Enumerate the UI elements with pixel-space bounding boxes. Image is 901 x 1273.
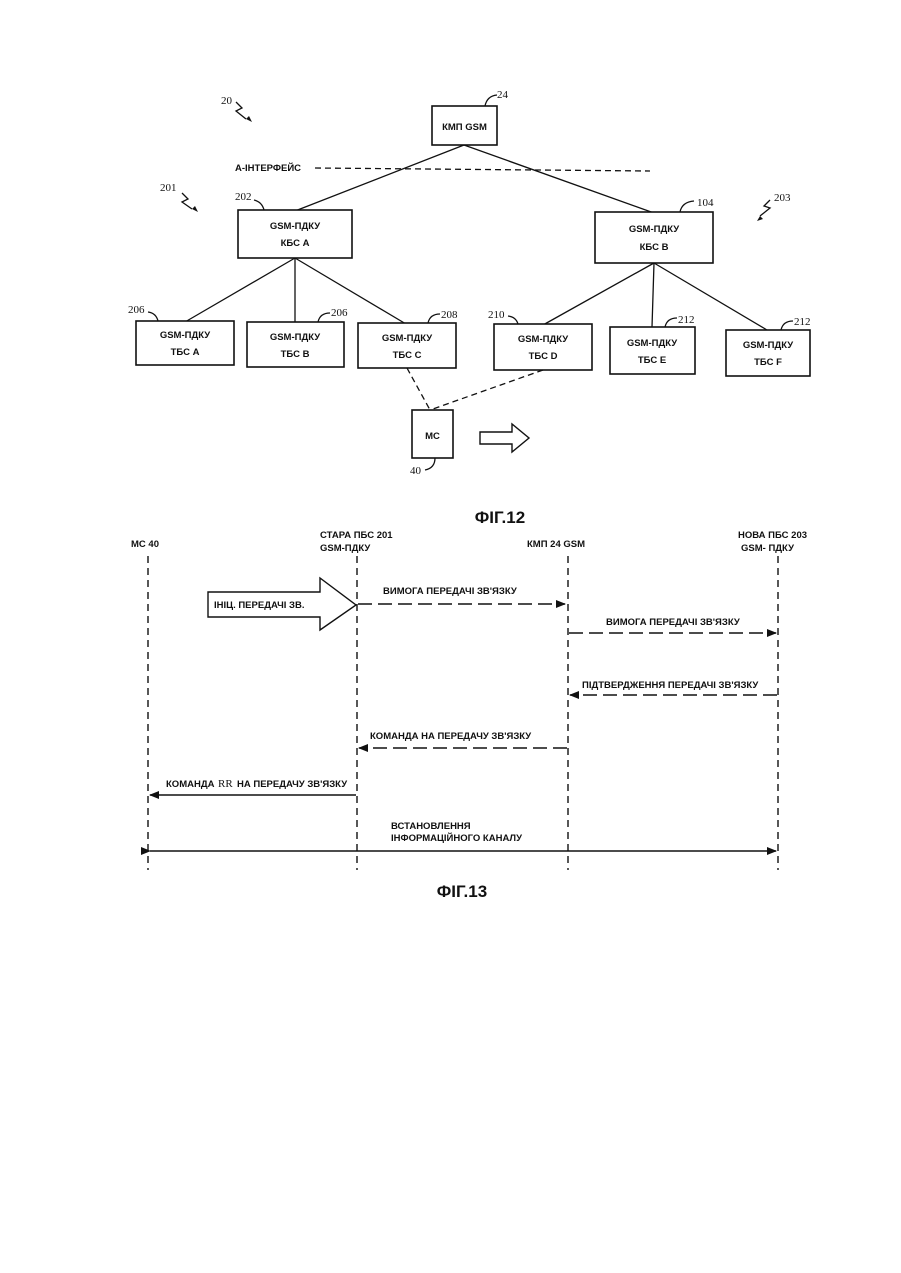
- bss-b-squiggle-icon: [760, 200, 770, 216]
- initiate-handover-label: ІНІЦ. ПЕРЕДАЧІ ЗВ.: [214, 600, 305, 611]
- bts-a-ref-leader: [148, 312, 158, 321]
- msg5-label-c: НА ПЕРЕДАЧУ ЗВ'ЯЗКУ: [237, 779, 347, 790]
- bts-b-ref: 206: [331, 307, 348, 319]
- bts-a-ref: 206: [128, 304, 145, 316]
- lane-ms-header: МС 40: [131, 539, 159, 550]
- lane-msc-header: КМП 24 GSM: [527, 539, 585, 550]
- link-bsc-b-bts-d: [543, 263, 654, 325]
- bss-b-arrowhead-icon: [757, 216, 763, 221]
- bts-f-ref: 212: [794, 316, 811, 328]
- bts-f-ref-leader: [781, 321, 793, 330]
- bts-a-line1: GSM-ПДКУ: [160, 330, 210, 341]
- bts-d-box: [494, 324, 592, 370]
- link-msc-bsc-a: [295, 145, 464, 211]
- bts-d-ref: 210: [488, 309, 505, 321]
- lane-old-bss-header-l2: GSM-ПДКУ: [320, 543, 370, 554]
- msg5-label-b: RR: [218, 778, 233, 790]
- bts-c-line2: ТБС С: [393, 350, 422, 361]
- bsc-b-line2: КБС В: [640, 242, 669, 253]
- fig13-caption: ФІГ.13: [437, 882, 487, 901]
- ms-movement-arrow-icon: [480, 424, 529, 452]
- bss-a-arrowhead-icon: [192, 206, 198, 212]
- bts-d-line2: ТБС D: [529, 351, 558, 362]
- bts-c-line1: GSM-ПДКУ: [382, 333, 432, 344]
- ms-label: МС: [425, 431, 440, 442]
- bts-d-ref-leader: [508, 316, 518, 324]
- msg2-label: ВИМОГА ПЕРЕДАЧІ ЗВ'ЯЗКУ: [606, 617, 740, 628]
- bts-b-line1: GSM-ПДКУ: [270, 332, 320, 343]
- bts-b-line2: ТБС В: [281, 349, 310, 360]
- lane-old-bss-header-l1: СТАРА ПБС 201: [320, 530, 393, 541]
- bts-f-box: [726, 330, 810, 376]
- system-ref-arrowhead-icon: [246, 116, 252, 122]
- bsc-a-line2: КБС А: [281, 238, 310, 249]
- bsc-a-ref: 202: [235, 191, 252, 203]
- bsc-a-box: [238, 210, 352, 258]
- bts-e-line1: GSM-ПДКУ: [627, 338, 677, 349]
- a-interface-line: [315, 168, 650, 171]
- bts-a-line2: ТБС А: [171, 347, 200, 358]
- system-ref-label: 20: [221, 95, 233, 107]
- msc-ref: 24: [497, 89, 509, 101]
- fig12-network-diagram: 20 КМП GSM 24 А-ІНТЕРФЕЙС 201 203 GSM-ПД…: [128, 89, 811, 527]
- link-msc-bsc-b: [464, 145, 654, 213]
- ms-ref-leader: [425, 458, 435, 470]
- bsc-a-line1: GSM-ПДКУ: [270, 221, 320, 232]
- bts-e-line2: ТБС Е: [638, 355, 666, 366]
- bts-e-box: [610, 327, 695, 374]
- bss-a-squiggle-icon: [182, 193, 192, 209]
- bts-d-line1: GSM-ПДКУ: [518, 334, 568, 345]
- link-bsc-a-bts-a: [185, 258, 295, 322]
- bts-b-ref-leader: [318, 313, 330, 322]
- bss-b-ref: 203: [774, 192, 791, 204]
- radio-link-bts-d-ms: [430, 370, 543, 410]
- msc-label: КМП GSM: [442, 122, 487, 133]
- bts-f-line1: GSM-ПДКУ: [743, 340, 793, 351]
- bsc-b-line1: GSM-ПДКУ: [629, 224, 679, 235]
- bts-e-ref: 212: [678, 314, 695, 326]
- msg5-label-a: КОМАНДА: [166, 779, 215, 790]
- bts-c-box: [358, 323, 456, 368]
- bts-a-box: [136, 321, 234, 365]
- link-bsc-a-bts-c: [295, 258, 406, 324]
- msg4-label: КОМАНДА НА ПЕРЕДАЧУ ЗВ'ЯЗКУ: [370, 731, 531, 742]
- msc-ref-leader: [485, 95, 497, 106]
- bts-b-box: [247, 322, 344, 367]
- radio-link-bts-c-ms: [407, 368, 430, 410]
- link-bsc-b-bts-f: [654, 263, 767, 330]
- msg3-label: ПІДТВЕРДЖЕННЯ ПЕРЕДАЧІ ЗВ'ЯЗКУ: [582, 680, 758, 691]
- a-interface-label: А-ІНТЕРФЕЙС: [235, 162, 301, 174]
- bsc-a-ref-leader: [254, 200, 264, 210]
- bsc-b-ref: 104: [697, 197, 714, 209]
- fig13-sequence-diagram: МС 40 СТАРА ПБС 201 GSM-ПДКУ КМП 24 GSM …: [131, 530, 807, 901]
- lane-new-bss-header-l1: НОВА ПБС 203: [738, 530, 807, 541]
- bts-f-line2: ТБС F: [754, 357, 782, 368]
- fig12-caption: ФІГ.12: [475, 508, 525, 527]
- bts-e-ref-leader: [665, 318, 677, 327]
- bts-c-ref: 208: [441, 309, 458, 321]
- bts-c-ref-leader: [428, 314, 440, 323]
- link-bsc-b-bts-e: [652, 263, 654, 327]
- msg1-label: ВИМОГА ПЕРЕДАЧІ ЗВ'ЯЗКУ: [383, 586, 517, 597]
- bsc-b-ref-leader: [680, 201, 694, 212]
- ms-ref: 40: [410, 465, 422, 477]
- channel-label-l2: ІНФОРМАЦІЙНОГО КАНАЛУ: [391, 832, 522, 844]
- channel-label-l1: ВСТАНОВЛЕННЯ: [391, 821, 471, 832]
- lane-new-bss-header-l2: GSM- ПДКУ: [741, 543, 794, 554]
- system-ref-squiggle-icon: [236, 102, 246, 119]
- bss-a-ref: 201: [160, 182, 177, 194]
- bsc-b-box: [595, 212, 713, 263]
